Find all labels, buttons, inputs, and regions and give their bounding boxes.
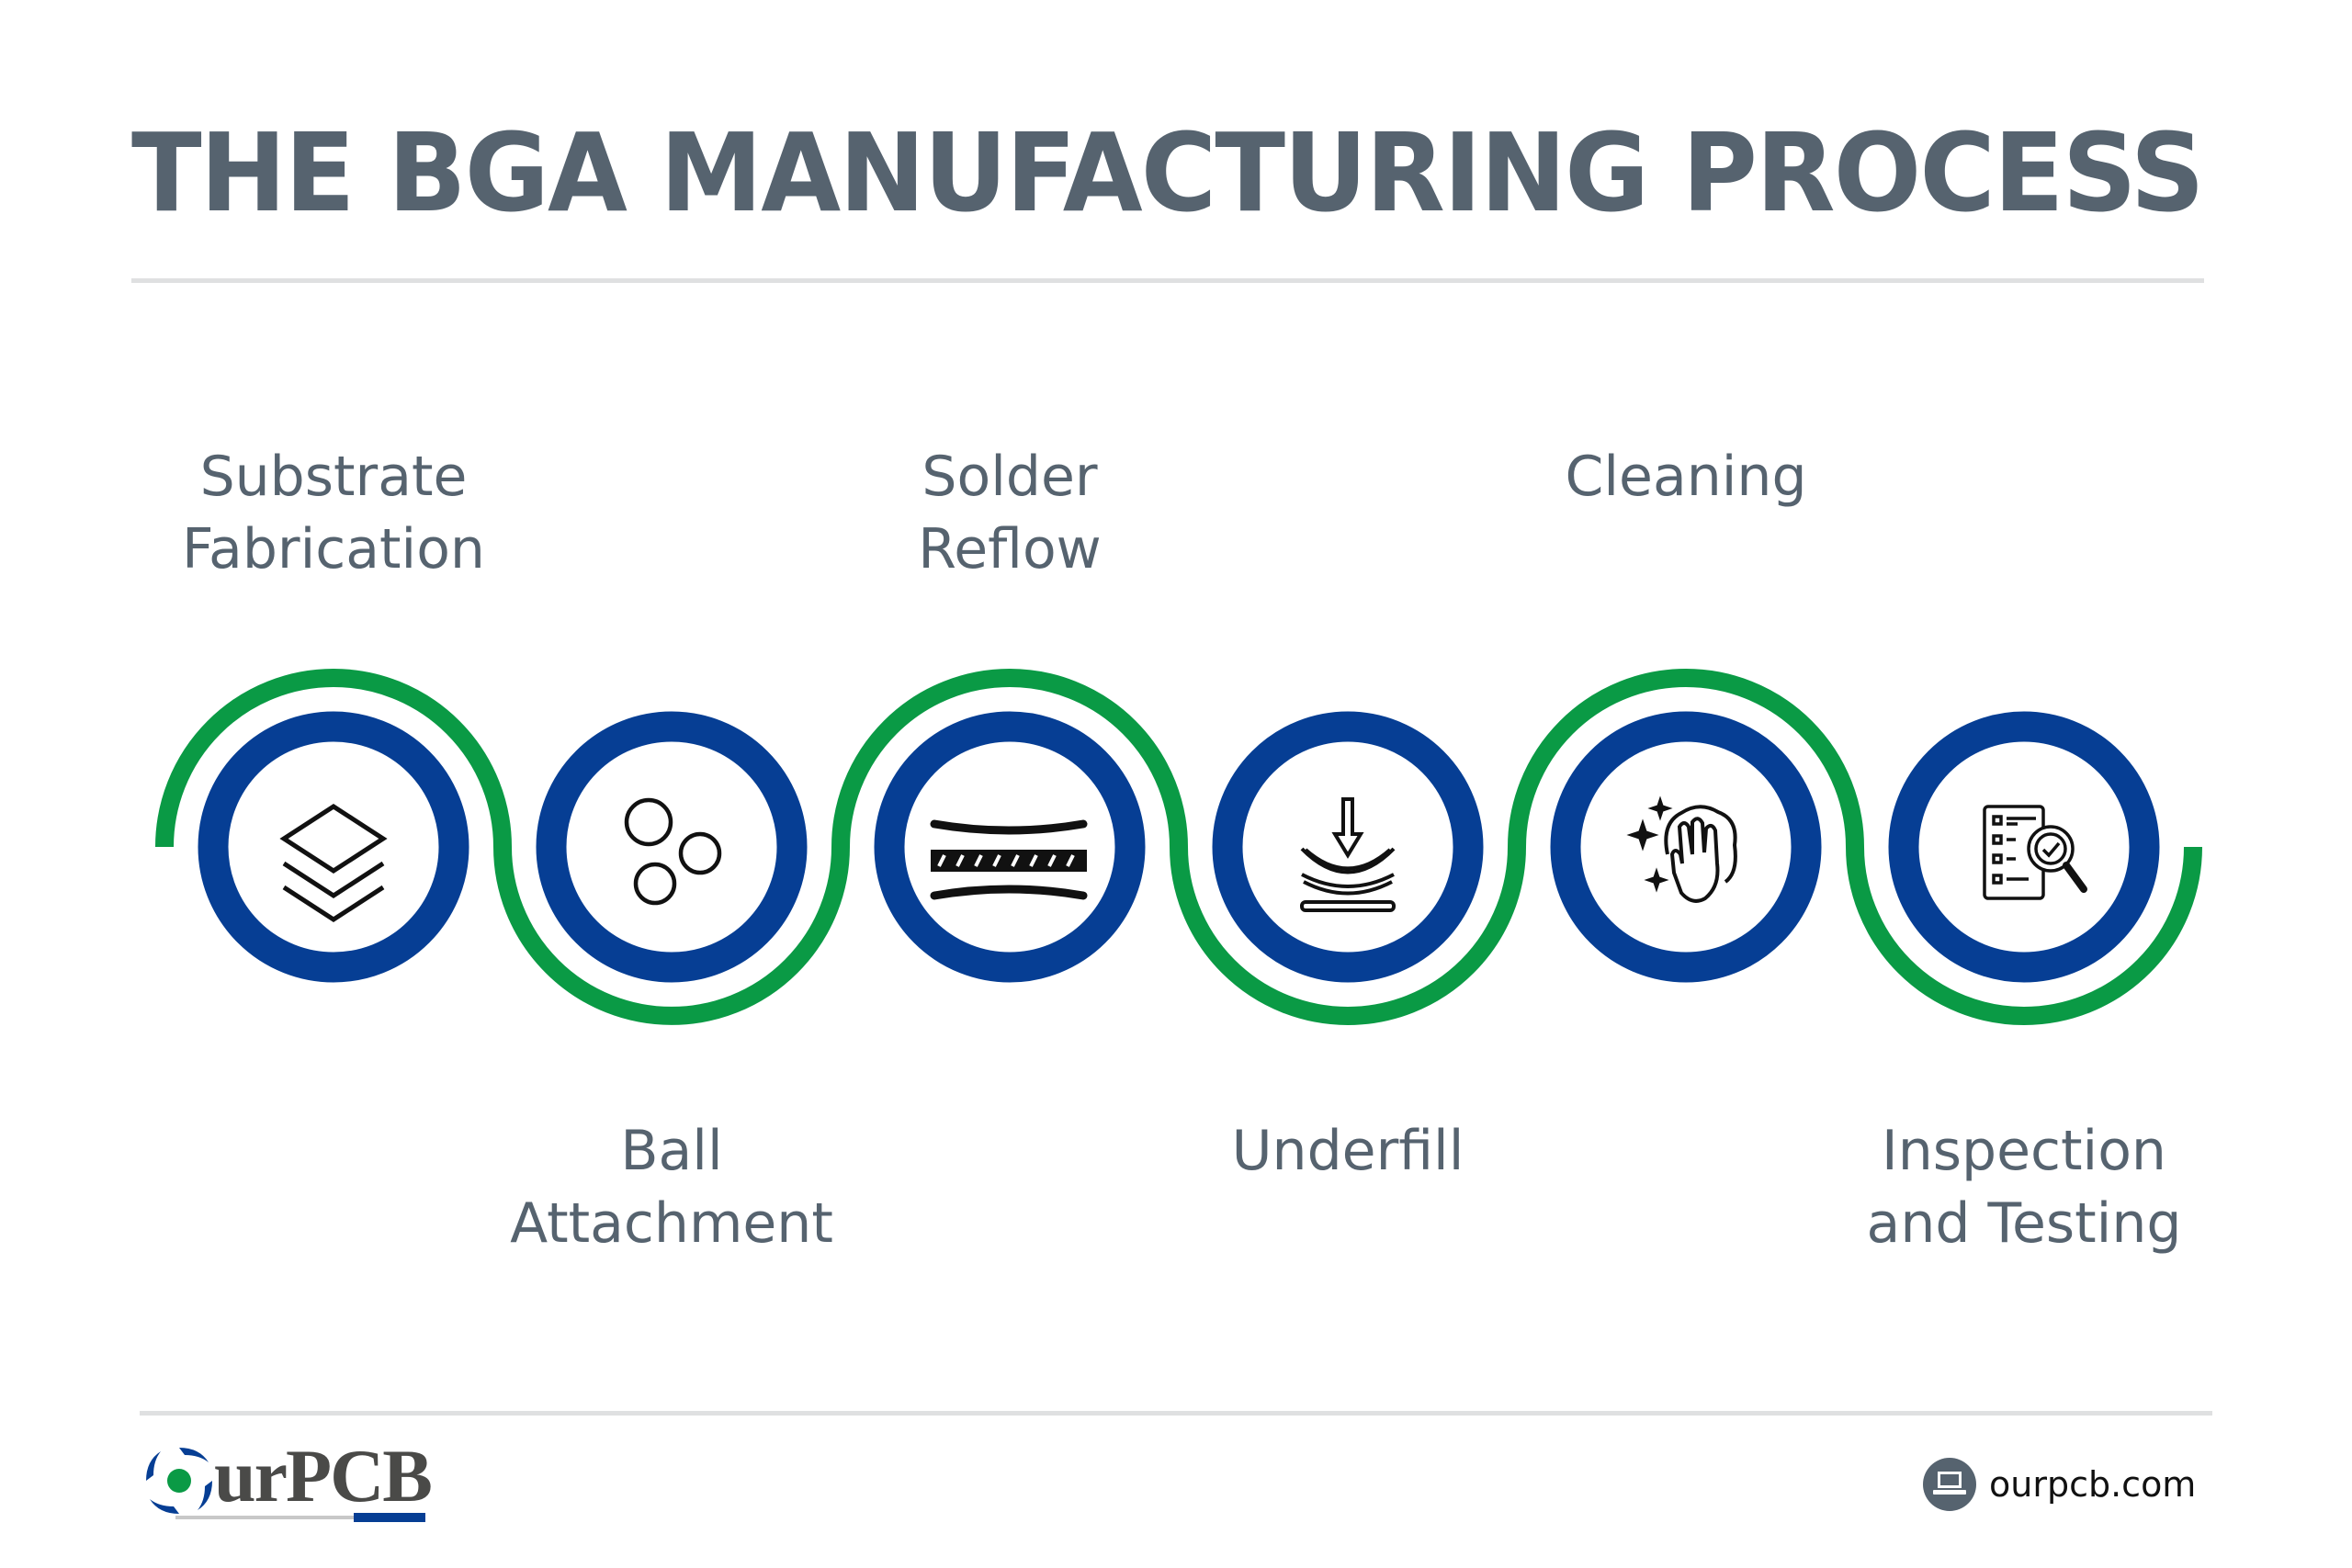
layers-icon — [279, 804, 388, 922]
green-wave-connector — [155, 669, 2202, 1025]
step-ring-1 — [198, 711, 469, 983]
step-label-line: Fabrication — [182, 517, 485, 581]
header-divider — [131, 278, 2204, 283]
step-ring-3 — [874, 711, 1146, 983]
laptop-icon — [1923, 1458, 1976, 1511]
step-label-line: Underfill — [1231, 1119, 1464, 1183]
ourpcb-logo: urPCB — [142, 1435, 436, 1528]
step-ring-4 — [1212, 711, 1484, 983]
step-label-5: Cleaning — [1447, 441, 1925, 513]
step-ring-2 — [536, 711, 808, 983]
step-label-line: Ball — [620, 1119, 723, 1183]
logo-swirl-icon — [146, 1448, 212, 1514]
step-label-3: Solder Reflow — [771, 441, 1249, 586]
step-label-line: Solder — [922, 445, 1098, 509]
website-link[interactable]: ourpcb.com — [1923, 1457, 2196, 1512]
footer-divider — [140, 1411, 2212, 1416]
step-label-line: Inspection — [1882, 1119, 2166, 1183]
step-label-4: Underfill — [1109, 1115, 1587, 1188]
website-url[interactable]: ourpcb.com — [1989, 1464, 2197, 1505]
logo-underline-blue — [354, 1513, 425, 1522]
solder-balls-icon — [624, 797, 722, 906]
step-ring-6 — [1888, 711, 2160, 983]
logo-wordmark: urPCB — [214, 1434, 433, 1517]
step-label-line: and Testing — [1866, 1191, 2182, 1256]
step-label-2: Ball Attachment — [433, 1115, 910, 1260]
press-down-icon — [1300, 797, 1396, 912]
logo-underline-gray — [175, 1516, 356, 1519]
step-label-1: Substrate Fabrication — [95, 441, 572, 586]
step-label-line: Cleaning — [1565, 445, 1807, 509]
page-title: THE BGA MANUFACTURING PROCESS — [131, 109, 2205, 236]
step-label-line: Reflow — [918, 517, 1102, 581]
step-label-line: Substrate — [199, 445, 468, 509]
hand-wipe-sparkle-icon — [1626, 795, 1737, 903]
checklist-magnifier-icon — [1983, 805, 2087, 900]
step-label-6: Inspection and Testing — [1785, 1115, 2263, 1260]
step-label-line: Attachment — [510, 1191, 833, 1256]
reflow-layers-icon — [930, 819, 1088, 900]
